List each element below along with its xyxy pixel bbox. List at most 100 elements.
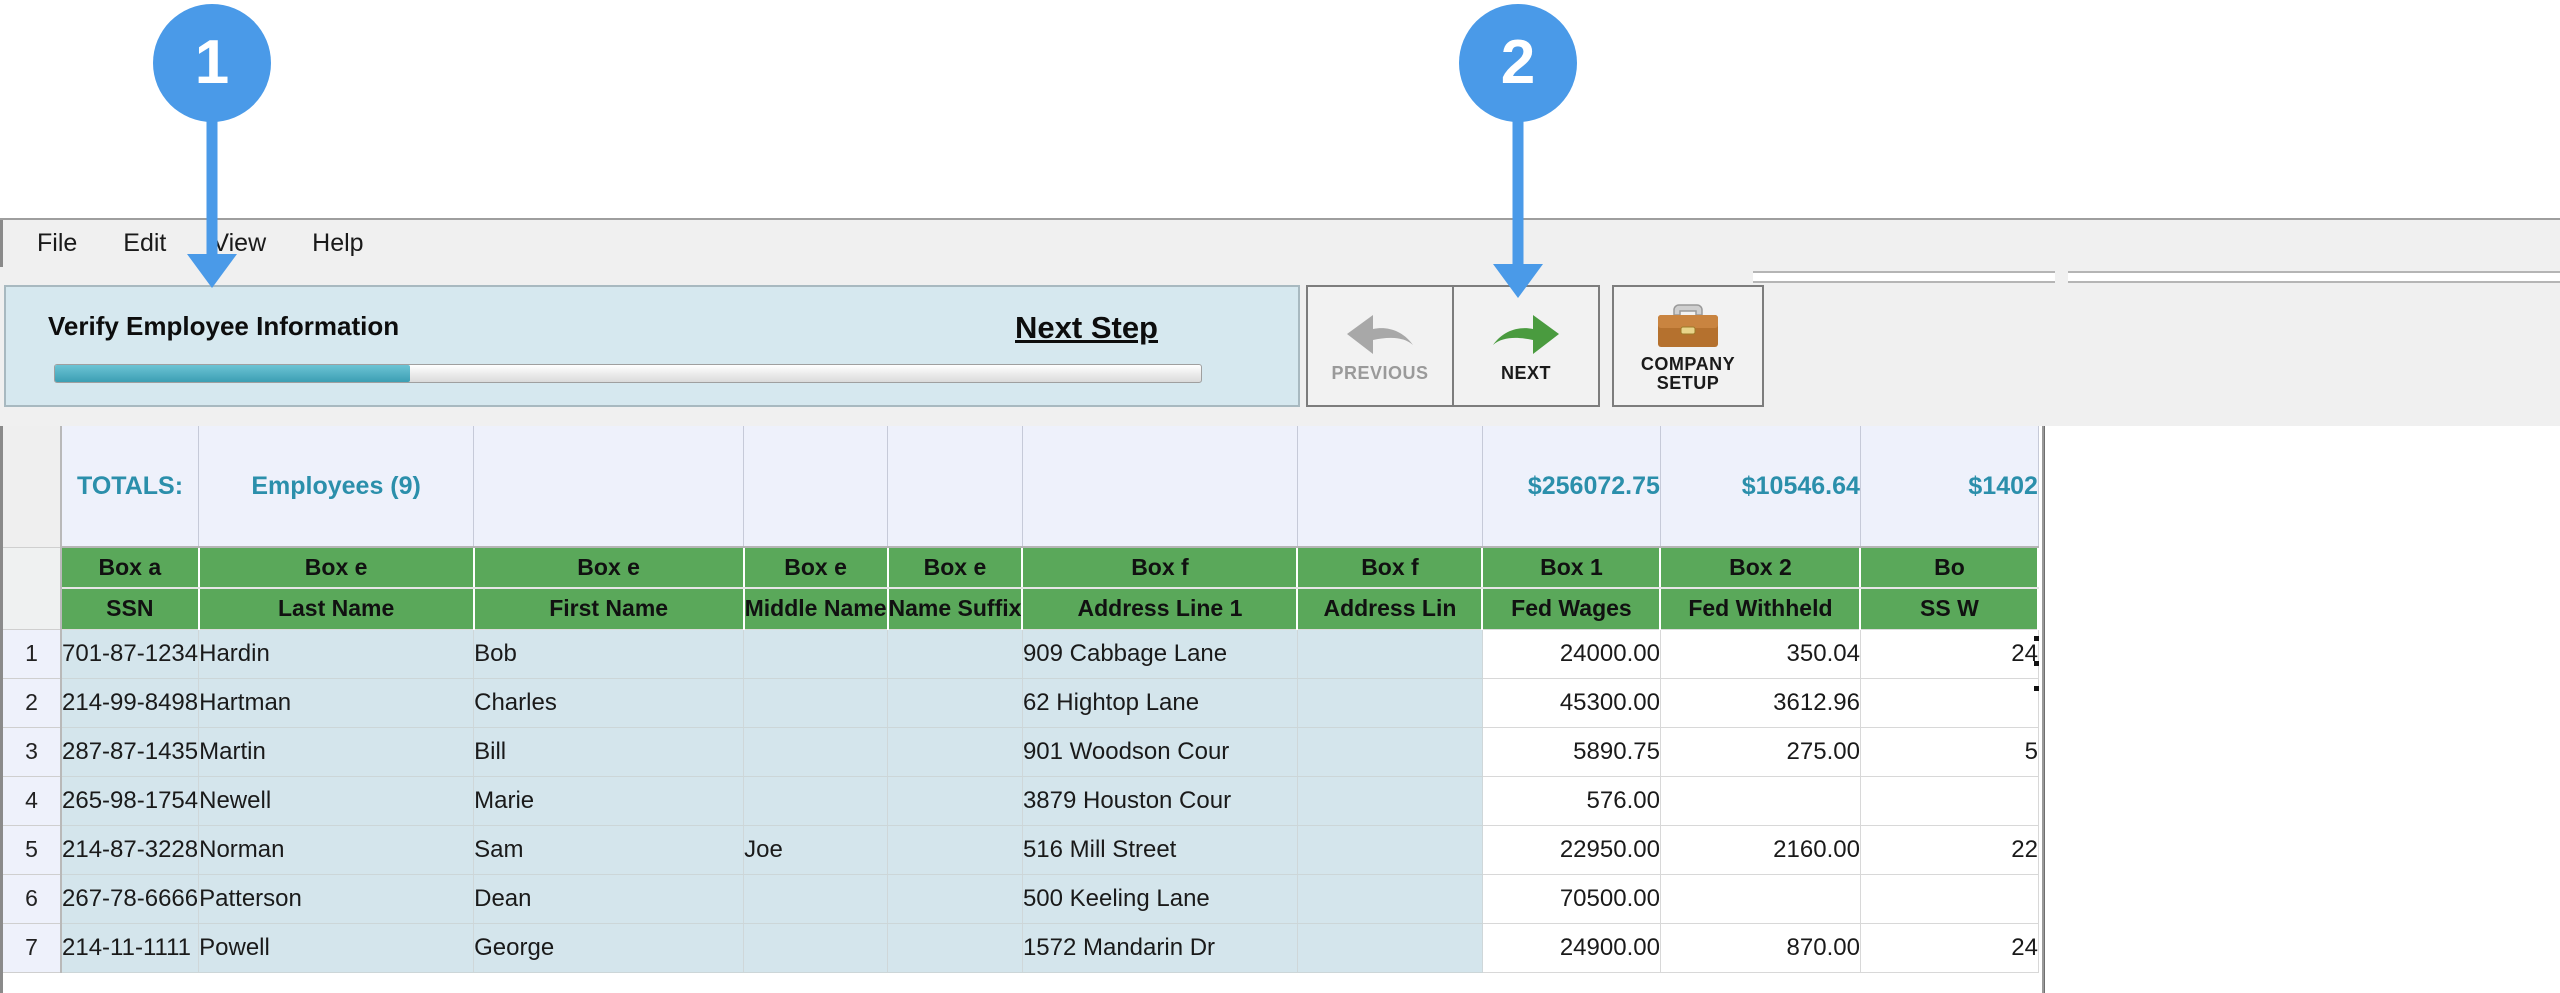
cell-fed-wages[interactable]: 70500.00	[1482, 874, 1661, 924]
cell-ssn[interactable]: 214-11-1111	[61, 923, 200, 973]
cell-fed-withheld[interactable]: 275.00	[1660, 727, 1861, 777]
column-header-address-lin[interactable]: Address Lin	[1297, 588, 1484, 630]
row-number[interactable]: 4	[3, 776, 62, 826]
cell-fed-withheld[interactable]: 870.00	[1660, 923, 1861, 973]
cell-ss-wages[interactable]: 5	[1860, 727, 2039, 777]
cell-middle-name[interactable]	[743, 776, 888, 826]
cell-fed-withheld[interactable]	[1660, 776, 1861, 826]
cell-address-line-2[interactable]	[1297, 874, 1483, 924]
cell-fed-wages[interactable]: 22950.00	[1482, 825, 1661, 875]
row-number[interactable]: 3	[3, 727, 62, 777]
cell-address-line-1[interactable]: 516 Mill Street	[1022, 825, 1298, 875]
cell-first-name[interactable]: Charles	[473, 678, 745, 728]
cell-address-line-1[interactable]: 901 Woodson Cour	[1022, 727, 1298, 777]
cell-name-suffix[interactable]	[887, 727, 1023, 777]
cell-fed-withheld[interactable]: 3612.96	[1660, 678, 1861, 728]
cell-middle-name[interactable]	[743, 923, 888, 973]
cell-address-line-2[interactable]	[1297, 678, 1483, 728]
cell-name-suffix[interactable]	[887, 923, 1023, 973]
cell-first-name[interactable]: Marie	[473, 776, 745, 826]
cell-address-line-2[interactable]	[1297, 825, 1483, 875]
cell-fed-wages[interactable]: 5890.75	[1482, 727, 1661, 777]
cell-address-line-1[interactable]: 500 Keeling Lane	[1022, 874, 1298, 924]
menu-view[interactable]: View	[212, 229, 267, 257]
cell-first-name[interactable]: Dean	[473, 874, 745, 924]
cell-last-name[interactable]: Hartman	[198, 678, 475, 728]
row-number[interactable]: 2	[3, 678, 62, 728]
cell-fed-withheld[interactable]	[1660, 874, 1861, 924]
cell-last-name[interactable]: Newell	[198, 776, 475, 826]
cell-fed-wages[interactable]: 576.00	[1482, 776, 1661, 826]
cell-ssn[interactable]: 701-87-1234	[61, 629, 200, 679]
cell-fed-wages[interactable]: 24900.00	[1482, 923, 1661, 973]
cell-address-line-2[interactable]	[1297, 923, 1483, 973]
column-header-fed-withheld[interactable]: Fed Withheld	[1660, 588, 1862, 630]
cell-address-line-1[interactable]: 3879 Houston Cour	[1022, 776, 1298, 826]
frozen-pane-divider[interactable]	[2040, 426, 2045, 993]
cell-address-line-2[interactable]	[1297, 629, 1483, 679]
cell-last-name[interactable]: Powell	[198, 923, 475, 973]
cell-first-name[interactable]: George	[473, 923, 745, 973]
cell-ss-wages[interactable]: 24	[1860, 923, 2039, 973]
next-step-link[interactable]: Next Step	[1015, 310, 1158, 345]
column-header-address-line-1[interactable]: Address Line 1	[1022, 588, 1299, 630]
cell-ss-wages[interactable]	[1860, 874, 2039, 924]
cell-middle-name[interactable]	[743, 874, 888, 924]
cell-ssn[interactable]: 287-87-1435	[61, 727, 200, 777]
company-setup-button[interactable]: COMPANY SETUP	[1612, 285, 1764, 407]
cell-ss-wages[interactable]: 24	[1860, 629, 2039, 679]
row-number[interactable]: 5	[3, 825, 62, 875]
cell-fed-withheld[interactable]: 2160.00	[1660, 825, 1861, 875]
cell-ss-wages[interactable]	[1860, 776, 2039, 826]
cell-address-line-1[interactable]: 1572 Mandarin Dr	[1022, 923, 1298, 973]
menu-file[interactable]: File	[37, 229, 78, 257]
cell-name-suffix[interactable]	[887, 678, 1023, 728]
cell-name-suffix[interactable]	[887, 629, 1023, 679]
cell-last-name[interactable]: Hardin	[198, 629, 475, 679]
cell-name-suffix[interactable]	[887, 776, 1023, 826]
row-number[interactable]: 7	[3, 923, 62, 973]
cell-ssn[interactable]: 214-87-3228	[61, 825, 200, 875]
menu-help[interactable]: Help	[312, 229, 364, 257]
cell-address-line-2[interactable]	[1297, 776, 1483, 826]
column-header-last-name[interactable]: Last Name	[198, 588, 475, 630]
cell-first-name[interactable]: Bill	[473, 727, 745, 777]
cell-name-suffix[interactable]	[887, 874, 1023, 924]
row-number[interactable]: 6	[3, 874, 62, 924]
cell-address-line-1[interactable]: 909 Cabbage Lane	[1022, 629, 1298, 679]
column-header-middle-name[interactable]: Middle Name	[743, 588, 889, 630]
cell-ss-wages[interactable]	[1860, 678, 2039, 728]
menu-edit[interactable]: Edit	[123, 229, 167, 257]
cell-first-name[interactable]: Bob	[473, 629, 745, 679]
column-header-ssn[interactable]: SSN	[61, 588, 200, 630]
cell-middle-name[interactable]	[743, 678, 888, 728]
cell-ssn[interactable]: 267-78-6666	[61, 874, 200, 924]
cell-last-name[interactable]: Patterson	[198, 874, 475, 924]
cell-first-name[interactable]: Sam	[473, 825, 745, 875]
cell-ss-wages[interactable]: 22	[1860, 825, 2039, 875]
cell-ssn[interactable]: 214-99-8498	[61, 678, 200, 728]
cell-address-line-2[interactable]	[1297, 727, 1483, 777]
cell-last-name[interactable]: Norman	[198, 825, 475, 875]
next-button[interactable]: NEXT	[1452, 285, 1600, 407]
previous-button[interactable]: PREVIOUS	[1306, 285, 1454, 407]
cell-fed-withheld[interactable]: 350.04	[1660, 629, 1861, 679]
cell-middle-name[interactable]	[743, 727, 888, 777]
cell-middle-name[interactable]	[743, 629, 888, 679]
column-header-fed-wages[interactable]: Fed Wages	[1482, 588, 1662, 630]
cell-fed-wages[interactable]: 24000.00	[1482, 629, 1661, 679]
cell-address-line-1[interactable]: 62 Hightop Lane	[1022, 678, 1298, 728]
cell-last-name[interactable]: Martin	[198, 727, 475, 777]
column-header-name-suffix[interactable]: Name Suffix	[887, 588, 1024, 630]
cell-ssn[interactable]: 265-98-1754	[61, 776, 200, 826]
cell-middle-name[interactable]: Joe	[743, 825, 888, 875]
column-header-first-name[interactable]: First Name	[473, 588, 745, 630]
cell-fed-wages[interactable]: 45300.00	[1482, 678, 1661, 728]
employee-data-grid[interactable]: TOTALS:Employees (9)$256072.75$10546.64$…	[0, 426, 2560, 993]
